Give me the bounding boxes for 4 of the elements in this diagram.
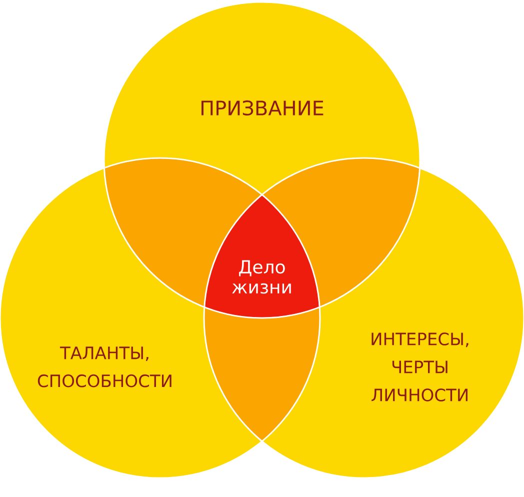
- circle-label: ТАЛАНТЫ, СПОСОБНОСТИ: [38, 346, 172, 388]
- circle-label: ИНТЕРЕСЫ, ЧЕРТЫ ЛИЧНОСТИ: [372, 332, 468, 402]
- circle-label: ПРИЗВАНИЕ: [202, 100, 324, 116]
- center-label: Дело жизни: [232, 260, 291, 294]
